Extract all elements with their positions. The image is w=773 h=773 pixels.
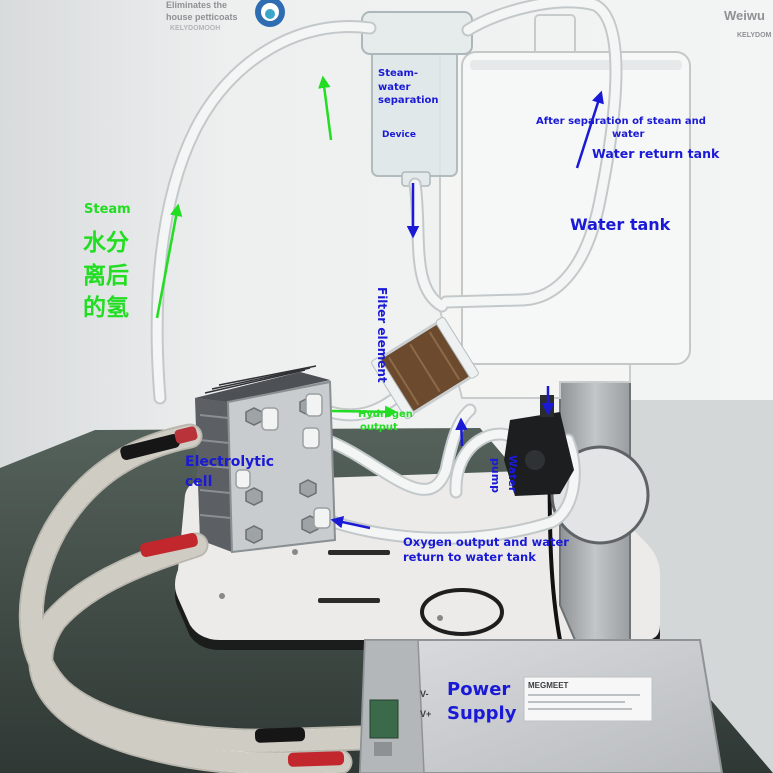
wire-coil xyxy=(420,588,504,636)
cell-ports xyxy=(235,393,331,529)
filter-element xyxy=(371,317,479,419)
wall-sign-right: Weiwu xyxy=(724,8,765,23)
water-tank xyxy=(461,14,691,365)
terminal-label-v-minus: V- xyxy=(420,689,429,699)
arrow-blue-oxygen-left xyxy=(330,516,371,530)
label-water-return-tank: Water return tank xyxy=(592,146,720,161)
ps-brand: MEGMEET xyxy=(528,681,569,690)
logo-emblem-icon xyxy=(255,0,285,27)
label-electrolytic-cell-line2: cell xyxy=(185,474,212,490)
ps-label-sticker xyxy=(523,676,653,722)
plate-slot-1 xyxy=(328,550,390,555)
label-hydrogen-cn-line3: 的氢 xyxy=(83,294,129,321)
label-hydrogen-output-line1: Hydrogen xyxy=(358,409,413,420)
label-separator-line1: Steam- xyxy=(378,68,418,79)
annotation-labels: Steam- water separation Device After sep… xyxy=(83,68,720,724)
plate-hole xyxy=(437,615,443,621)
steel-bracket xyxy=(550,366,650,641)
label-steam: Steam xyxy=(84,202,131,217)
label-power-supply-line1: Power xyxy=(447,679,510,700)
terminal-label-v-plus: V+ xyxy=(420,709,431,719)
poster-text-line3: KELYDOMOOH xyxy=(170,25,220,32)
label-separator-line2: water xyxy=(378,82,411,93)
plate-slot-2 xyxy=(318,598,380,603)
label-after-separation-line1: After separation of steam and xyxy=(536,116,706,127)
arrow-green-hydrogen xyxy=(331,405,398,419)
arrow-green-steam-tube xyxy=(155,203,183,319)
terminal-block xyxy=(369,699,399,739)
label-water-tank: Water tank xyxy=(570,215,671,234)
label-filter-element: Filter element xyxy=(375,287,389,383)
electrolytic-cell xyxy=(195,365,337,554)
label-water-pump-line1: Water xyxy=(506,455,519,493)
wall-sign-right-sub: KELYDOM xyxy=(737,32,772,39)
label-hydrogen-cn-line2: 离后 xyxy=(83,262,129,289)
label-separator-device: Device xyxy=(382,130,416,140)
label-oxygen-output-line1: Oxygen output and water xyxy=(403,535,569,549)
power-cables xyxy=(18,423,373,773)
power-supply-unit: MEGMEET V- V+ xyxy=(358,639,724,773)
ps-label-lines xyxy=(528,694,640,710)
poster-text-line1: Eliminates the xyxy=(166,0,227,10)
plate-hole xyxy=(292,549,298,555)
steam-water-separator xyxy=(361,11,473,187)
label-oxygen-output-line2: return to water tank xyxy=(403,550,536,564)
label-separator-line3: separation xyxy=(378,95,439,106)
label-hydrogen-cn-line1: 水分 xyxy=(83,230,129,256)
annotation-arrows xyxy=(155,75,604,530)
terminal-screw xyxy=(374,742,392,756)
label-electrolytic-cell-line1: Electrolytic xyxy=(185,454,274,470)
label-after-separation-line2: water xyxy=(612,129,645,140)
plate-hole xyxy=(219,593,225,599)
poster-text-line2: house petticoats xyxy=(166,12,238,22)
cable-sleeves xyxy=(120,426,345,767)
arrow-blue-filter-up xyxy=(455,417,468,447)
arrow-blue-return-up xyxy=(575,90,604,169)
label-water-pump-line2: pump xyxy=(489,458,502,493)
label-hydrogen-output-line2: output xyxy=(360,422,398,433)
arrow-green-steam-up xyxy=(318,75,333,141)
label-power-supply-line2: Supply xyxy=(447,703,517,724)
